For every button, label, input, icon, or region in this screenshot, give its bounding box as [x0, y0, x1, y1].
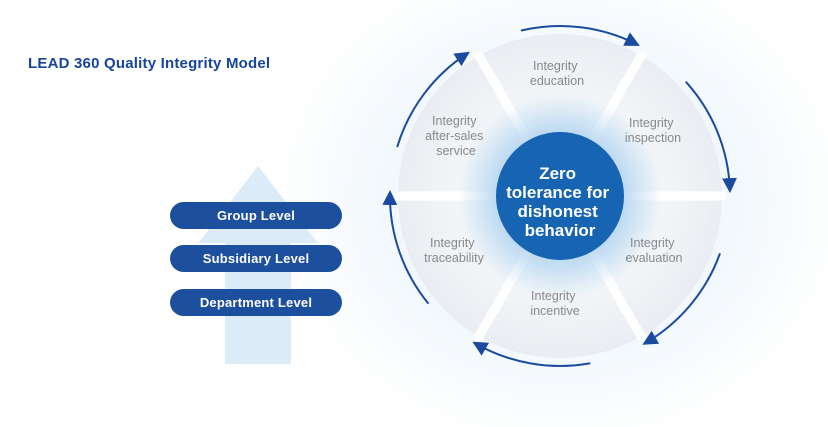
segment-label-integrity-inspection: Integrity inspection: [625, 116, 681, 145]
segment-label-integrity-evaluation: Integrity evaluation: [626, 236, 683, 265]
level-pill-group: Group Level: [170, 202, 342, 229]
segment-label-integrity-education: Integrity education: [530, 59, 584, 88]
page-title: LEAD 360 Quality Integrity Model: [28, 55, 271, 72]
level-pill-subsidiary-label: Subsidiary Level: [202, 251, 310, 266]
level-pill-department-label: Department Level: [199, 295, 313, 310]
segment-label-integrity-incentive: Integrity incentive: [530, 289, 579, 318]
level-pill-group-label: Group Level: [216, 208, 296, 223]
level-pill-department: Department Level: [170, 289, 342, 316]
level-pill-subsidiary: Subsidiary Level: [170, 245, 342, 272]
integrity-wheel-diagram: Zero tolerance for dishonest behavior In…: [382, 25, 737, 367]
segment-label-integrity-traceability: Integrity traceability: [424, 236, 484, 265]
